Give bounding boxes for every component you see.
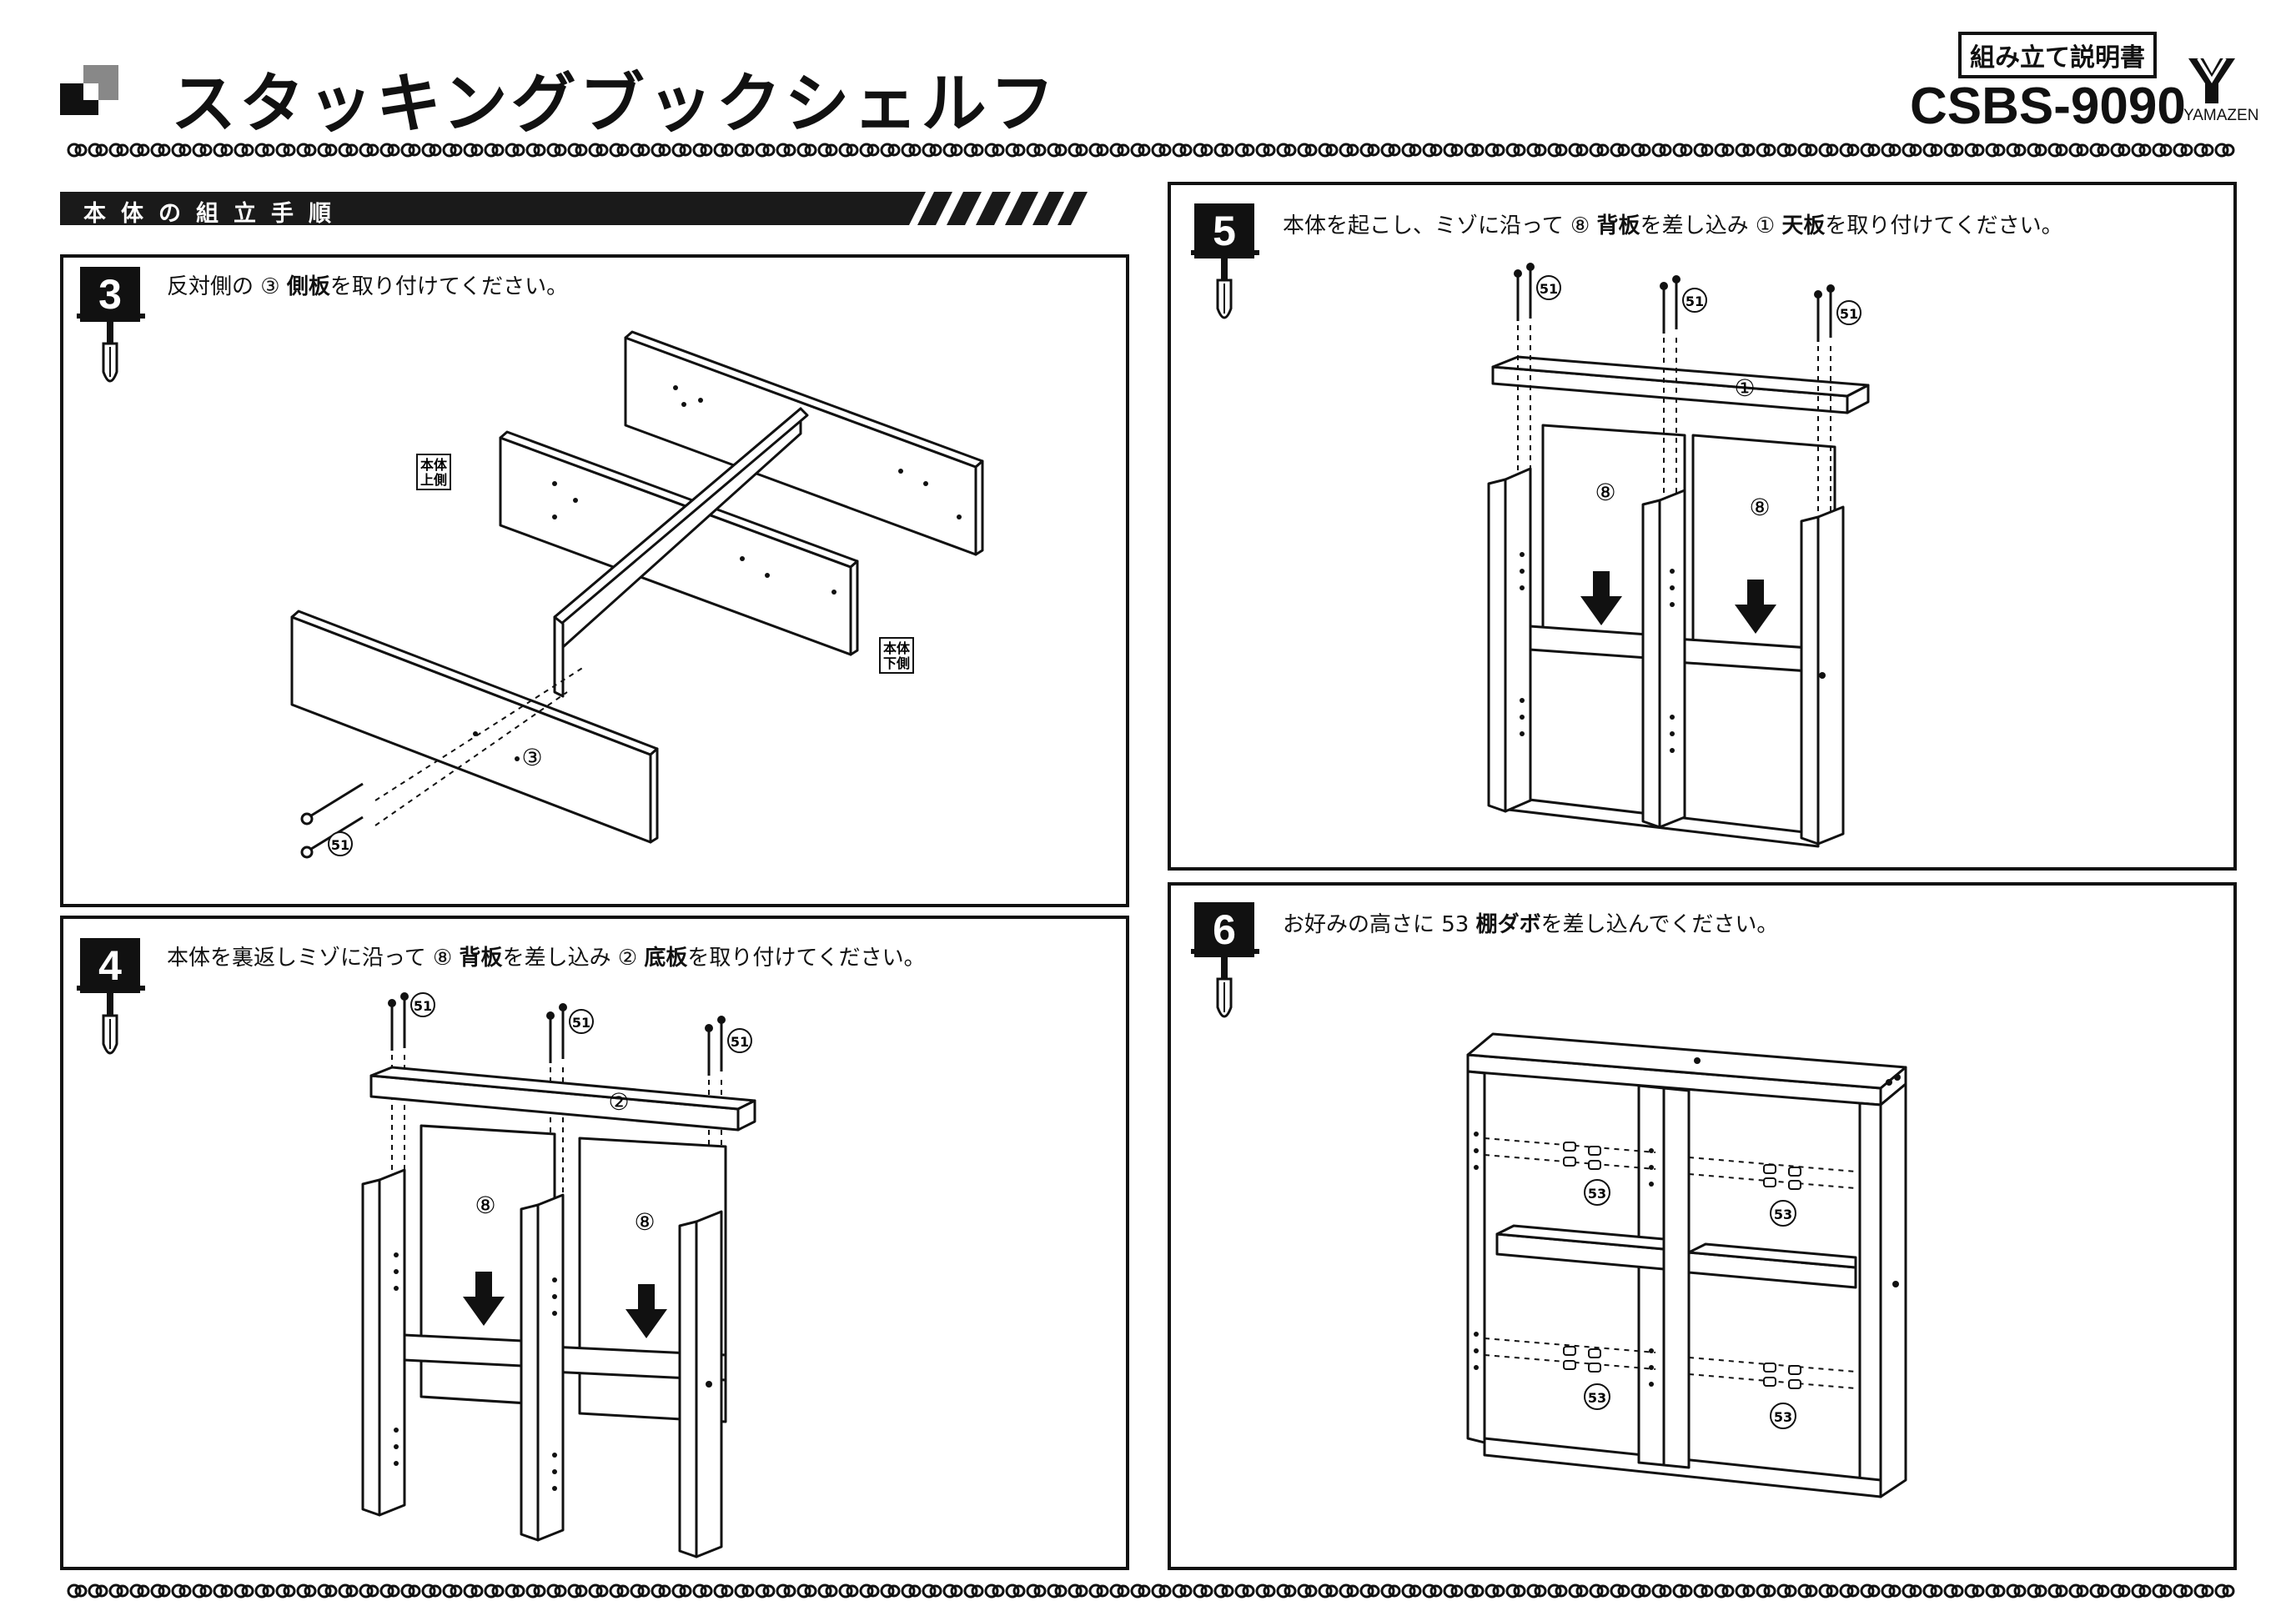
svg-text:51: 51 bbox=[414, 998, 432, 1014]
svg-text:⑧: ⑧ bbox=[634, 1208, 655, 1236]
step-5-diagram: 51 51 51 ① ⑧ ⑧ bbox=[1485, 258, 1868, 859]
screwdriver-icon bbox=[77, 986, 145, 1069]
step-6-instruction: お好みの高さに 53 棚ダボを差し込んでください。 bbox=[1283, 907, 1778, 938]
section-bar-stripes bbox=[901, 192, 1118, 225]
step-3-diagram: 本体 上側 本体 下側 ③ 51 bbox=[267, 325, 1017, 892]
svg-text:51: 51 bbox=[731, 1034, 749, 1050]
svg-text:51: 51 bbox=[1840, 306, 1858, 322]
screwdriver-icon bbox=[77, 314, 145, 397]
model-number: CSBS-9090 bbox=[1910, 77, 2186, 136]
step-5-instruction: 本体を起こし、ミゾに沿って ⑧ 背板を差し込み ① 天板を取り付けてください。 bbox=[1283, 208, 2063, 239]
svg-text:本体: 本体 bbox=[420, 457, 448, 473]
section-title: 本体の組立手順 bbox=[83, 195, 346, 228]
screwdriver-icon bbox=[1191, 949, 1259, 1032]
svg-text:51: 51 bbox=[331, 837, 349, 853]
svg-text:①: ① bbox=[1734, 374, 1755, 402]
svg-text:本体: 本体 bbox=[883, 640, 911, 656]
screwdriver-icon bbox=[1191, 250, 1259, 334]
svg-text:51: 51 bbox=[572, 1015, 590, 1031]
svg-text:⑧: ⑧ bbox=[475, 1192, 495, 1219]
step-3-instruction: 反対側の ③ 側板を取り付けてください。 bbox=[167, 269, 568, 300]
svg-text:上側: 上側 bbox=[420, 472, 447, 488]
page-title: スタッキングブックシェルフ bbox=[171, 52, 1058, 145]
svg-text:53: 53 bbox=[1588, 1390, 1606, 1406]
step-6-diagram: 53 53 53 53 bbox=[1464, 1026, 1914, 1526]
step-4-instruction: 本体を裏返しミゾに沿って ⑧ 背板を差し込み ② 底板を取り付けてください。 bbox=[167, 941, 926, 971]
document-type-badge: 組み立て説明書 bbox=[1958, 32, 2157, 78]
svg-text:③: ③ bbox=[521, 744, 542, 771]
svg-text:53: 53 bbox=[1774, 1207, 1792, 1222]
svg-text:51: 51 bbox=[1540, 281, 1558, 297]
brand-name: YAMAZEN bbox=[2183, 107, 2258, 125]
step-4-diagram: 51 51 51 ② ⑧ ⑧ bbox=[359, 988, 792, 1572]
decorative-border-bottom bbox=[67, 1581, 2235, 1601]
svg-text:53: 53 bbox=[1774, 1409, 1792, 1425]
decorative-border-top bbox=[67, 140, 2235, 160]
svg-text:下側: 下側 bbox=[883, 655, 910, 671]
svg-text:⑧: ⑧ bbox=[1749, 494, 1770, 521]
svg-text:⑧: ⑧ bbox=[1595, 479, 1615, 506]
yamazen-logo-icon bbox=[2187, 55, 2237, 105]
brand-mark-icon bbox=[60, 65, 118, 115]
svg-text:51: 51 bbox=[1686, 294, 1704, 309]
svg-text:②: ② bbox=[608, 1088, 629, 1116]
svg-text:53: 53 bbox=[1588, 1186, 1606, 1202]
